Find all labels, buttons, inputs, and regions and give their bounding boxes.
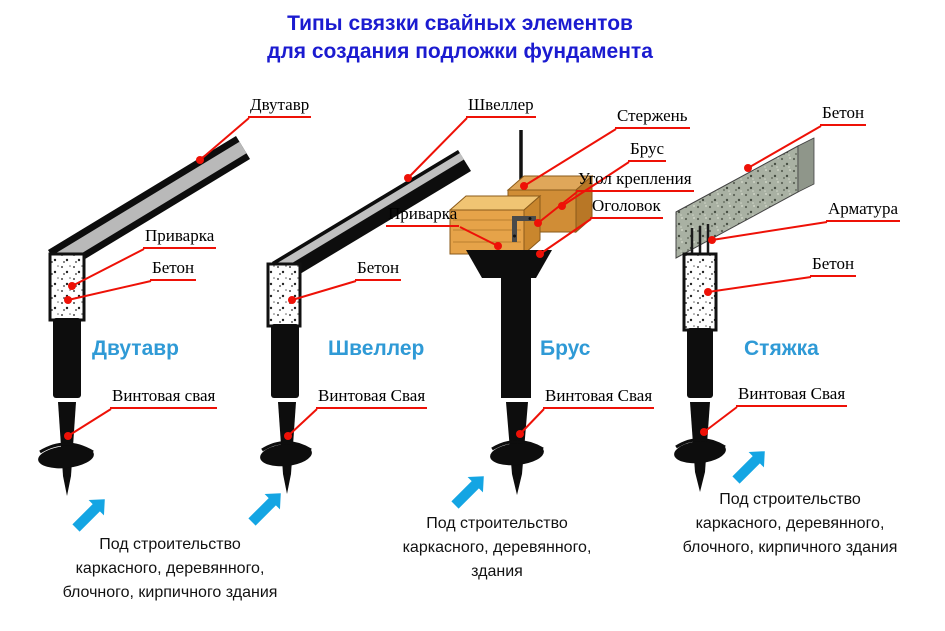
callout-screwpile-2: Винтовая Свая bbox=[316, 386, 428, 409]
callout-timber: Брус bbox=[628, 139, 667, 162]
arrow-icon bbox=[72, 499, 105, 532]
callout-screwpile-1: Винтовая свая bbox=[110, 386, 218, 409]
page-title-line1: Типы связки свайных элементов bbox=[287, 12, 633, 35]
callout-cap: Оголовок bbox=[590, 196, 663, 219]
caption-line: Под строительство bbox=[719, 491, 861, 508]
callout-bracket: Угол крепления bbox=[576, 169, 694, 192]
page-title: Типы связки свайных элементов для создан… bbox=[0, 10, 920, 66]
column-header-timber: Брус bbox=[540, 337, 591, 360]
callout-leader-lines bbox=[67, 117, 828, 437]
caption-line: здания bbox=[471, 563, 523, 580]
page-title-line2: для создания подложки фундамента bbox=[267, 40, 653, 63]
pile-shaft bbox=[271, 324, 299, 398]
caption-line: каркасного, деревянного, bbox=[75, 560, 265, 577]
concrete-fill bbox=[266, 262, 302, 328]
column-header-tie: Стяжка bbox=[744, 337, 819, 360]
column-header-channel: Швеллер bbox=[328, 337, 425, 360]
concrete-fill bbox=[48, 252, 86, 322]
arrow-icon bbox=[248, 493, 281, 526]
callout-screwpile-3: Винтовая Свая bbox=[543, 386, 655, 409]
screw-pile-4 bbox=[674, 402, 726, 492]
caption-line: Под строительство bbox=[426, 515, 568, 532]
timber-illustration bbox=[448, 130, 594, 398]
caption-line: блочного, кирпичного здания bbox=[62, 584, 278, 601]
callout-channel: Швеллер bbox=[466, 95, 536, 118]
caption-line: каркасного, деревянного, bbox=[695, 515, 885, 532]
callout-rod: Стержень bbox=[615, 106, 690, 129]
pile-shaft bbox=[53, 318, 81, 398]
arrow-icon bbox=[732, 451, 765, 484]
ibeam-illustration bbox=[48, 136, 250, 398]
callout-rebar: Арматура bbox=[826, 199, 901, 222]
channel-illustration bbox=[266, 150, 471, 398]
screw-pile-1 bbox=[38, 402, 94, 496]
screw-pile-2 bbox=[260, 402, 312, 494]
callout-ibeam: Двутавр bbox=[248, 95, 312, 118]
arrow-icon bbox=[451, 476, 484, 509]
callout-concrete-2: Бетон bbox=[355, 258, 402, 281]
pile-shaft bbox=[687, 328, 713, 398]
callout-weld-1: Приварка bbox=[143, 226, 217, 249]
screw-pile-3 bbox=[490, 402, 544, 495]
caption-2: Под строительство каркасного, деревянног… bbox=[392, 512, 602, 584]
caption-line: каркасного, деревянного, bbox=[402, 539, 592, 556]
caption-1: Под строительство каркасного, деревянног… bbox=[35, 533, 305, 605]
caption-line: блочного, кирпичного здания bbox=[682, 539, 898, 556]
callout-screwpile-4: Винтовая Свая bbox=[736, 384, 848, 407]
callout-concrete-1: Бетон bbox=[150, 258, 197, 281]
callout-concrete-4: Бетон bbox=[810, 254, 857, 277]
angle-bracket bbox=[512, 216, 536, 242]
callout-target-dots bbox=[64, 156, 752, 440]
tie-illustration bbox=[675, 137, 815, 398]
caption-line: Под строительство bbox=[99, 536, 241, 553]
caption-3: Под строительство каркасного, деревянног… bbox=[640, 488, 940, 560]
callout-concrete-top: Бетон bbox=[820, 103, 867, 126]
pile-cap bbox=[466, 250, 552, 278]
column-header-ibeam: Двутавр bbox=[92, 337, 179, 360]
pile-shaft bbox=[501, 276, 531, 398]
callout-weld-3: Приварка bbox=[386, 204, 460, 227]
